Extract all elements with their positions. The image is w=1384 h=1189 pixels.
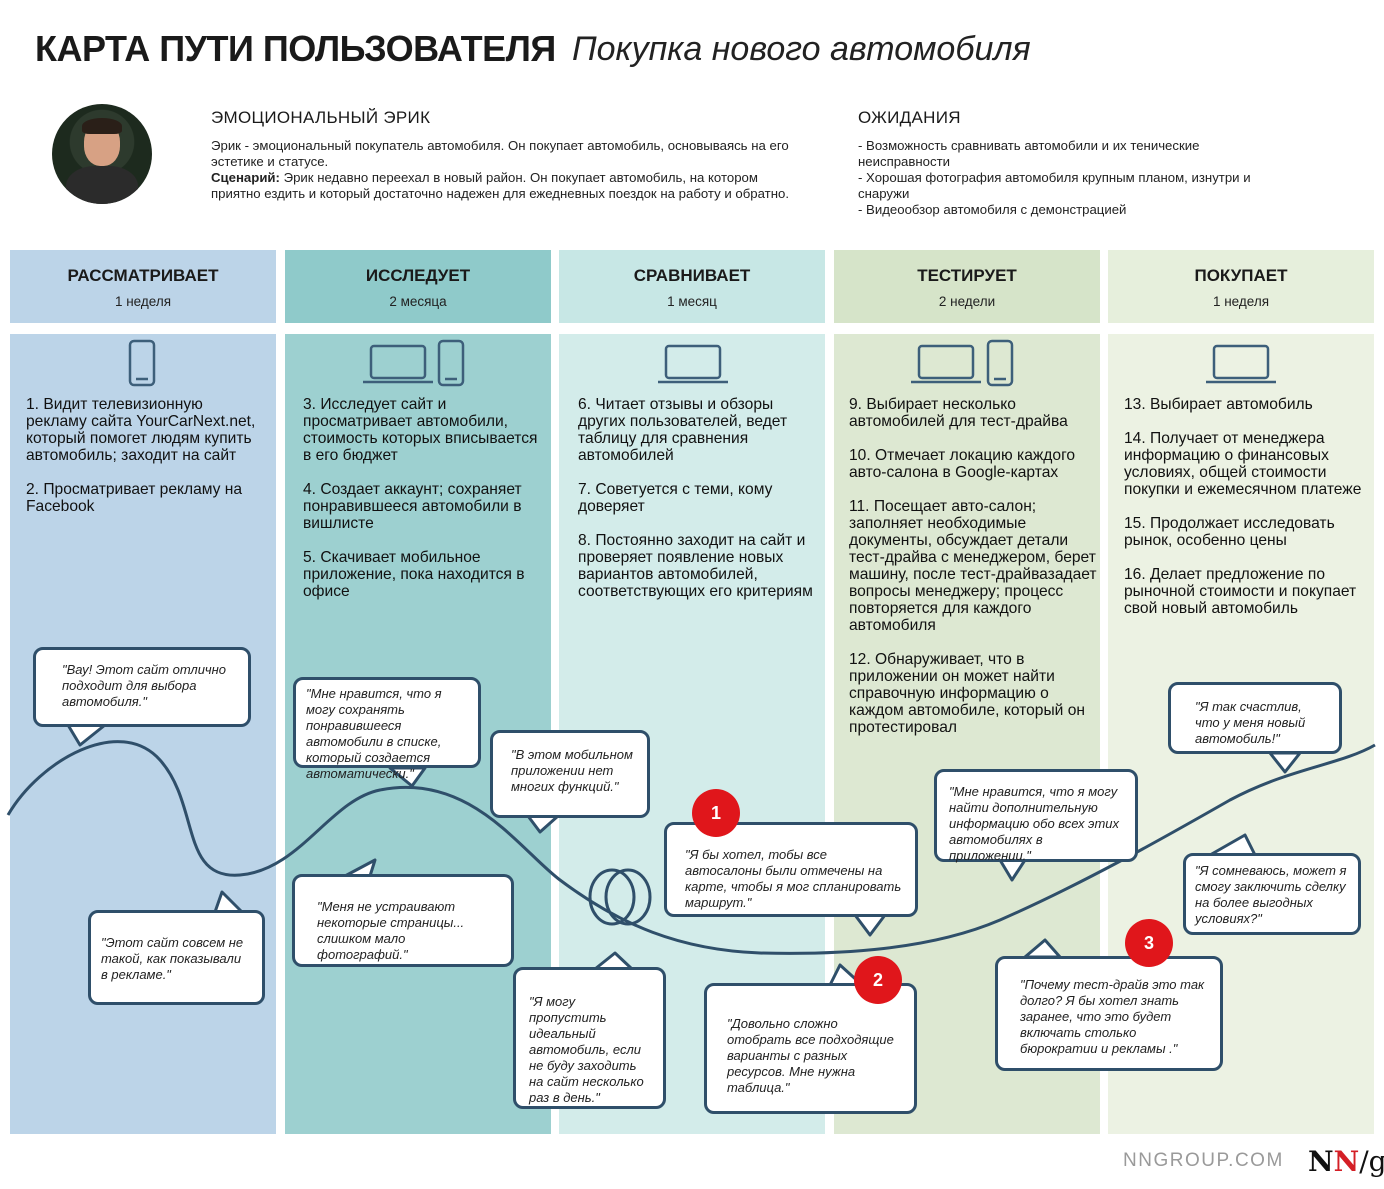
quote-text: "В этом мобильном приложении нет многих … — [511, 747, 633, 794]
stage-duration: 2 недели — [938, 294, 996, 309]
stage-header-research: ИССЛЕДУЕТ 2 месяца — [285, 250, 551, 323]
persona-description-text: Эрик - эмоциональный покупатель автомоби… — [211, 138, 789, 169]
laptop-icon — [658, 344, 728, 384]
action-item: 14. Получает от менеджера информацию о ф… — [1124, 430, 1362, 498]
logo-n2: N — [1333, 1145, 1360, 1178]
quote-text: "Меня не устраивают некоторые страницы..… — [317, 899, 465, 962]
phone-icon — [437, 339, 465, 387]
stage-name: ПОКУПАЕТ — [1194, 266, 1288, 285]
quote-text: "Довольно сложно отобрать все подходящие… — [727, 1016, 894, 1095]
pain-point-badge: 3 — [1125, 919, 1173, 967]
stage-header-buy: ПОКУПАЕТ 1 неделя — [1108, 250, 1374, 323]
quote-bubble: "Этот сайт совсем не такой, как показыва… — [88, 910, 265, 1005]
stage-duration: 1 месяц — [667, 294, 717, 309]
quote-text: "Я могу пропустить идеальный автомобиль,… — [529, 994, 644, 1105]
laptop-icon — [363, 344, 433, 384]
pain-point-badge: 2 — [854, 956, 902, 1004]
footer-site: NNGROUP.COM — [1123, 1150, 1284, 1171]
quote-bubble: "Я могу пропустить идеальный автомобиль,… — [513, 967, 666, 1109]
laptop-icon — [911, 344, 981, 384]
stage-actions-compare: 6. Читает отзывы и обзоры других пользов… — [578, 396, 818, 617]
logo-g: /g — [1359, 1145, 1384, 1178]
quote-bubble: "Я сомневаюсь, может я смогу заключить с… — [1183, 853, 1361, 935]
action-item: 1. Видит телевизионную рекламу сайта You… — [26, 396, 256, 464]
action-item: 8. Постоянно заходит на сайт и проверяет… — [578, 532, 813, 600]
stage-header-compare: СРАВНИВАЕТ 1 месяц — [559, 250, 825, 323]
laptop-icon — [1206, 344, 1276, 384]
action-item: 7. Советуется с теми, кому доверяет — [578, 481, 773, 515]
action-item: 10. Отмечает локацию каждого авто-салона… — [849, 447, 1076, 481]
nng-logo: NN/g — [1308, 1145, 1384, 1178]
stage-actions-consider: 1. Видит телевизионную рекламу сайта You… — [26, 396, 266, 532]
quote-text: "Я так счастлив, что у меня новый автомо… — [1195, 699, 1306, 746]
quote-bubble: "Почему тест-драйв это так долго? Я бы х… — [995, 956, 1223, 1071]
action-item: 12. Обнаруживает, что в приложении он мо… — [849, 651, 1085, 736]
action-item: 4. Создает аккаунт; сохраняет понравивше… — [303, 481, 522, 532]
persona-description: Эрик - эмоциональный покупатель автомоби… — [211, 138, 811, 202]
stage-duration: 1 неделя — [1212, 294, 1270, 309]
stage-actions-buy: 13. Выбирает автомобиль 14. Получает от … — [1124, 396, 1364, 634]
quote-bubble: "Мне нравится, что я могу сохранять понр… — [293, 677, 481, 781]
quote-bubble: "Вау! Этот сайт отлично подходит для выб… — [33, 647, 251, 727]
action-item: 3. Исследует сайт и просматривает автомо… — [303, 396, 538, 464]
quote-text: "Я сомневаюсь, может я смогу заключить с… — [1195, 863, 1347, 926]
quote-text: "Мне нравится, что я могу сохранять понр… — [306, 686, 442, 781]
action-item: 5. Скачивает мобильное приложение, пока … — [303, 549, 525, 600]
phone-icon — [986, 339, 1014, 387]
stage-actions-test: 9. Выбирает несколько автомобилей для те… — [849, 396, 1099, 753]
expectations-title: ОЖИДАНИЯ — [858, 108, 961, 127]
avatar — [52, 104, 152, 204]
action-item: 2. Просматривает рекламу на Facebook — [26, 481, 243, 515]
quote-text: "Почему тест-драйв это так долго? Я бы х… — [1020, 977, 1205, 1056]
expectations-list: - Возможность сравнивать автомобили и их… — [858, 138, 1278, 218]
action-item: 13. Выбирает автомобиль — [1124, 396, 1313, 413]
stage-header-consider: РАССМАТРИВАЕТ 1 неделя — [10, 250, 276, 323]
action-item: 11. Посещает авто-салон; заполняет необх… — [849, 498, 1097, 634]
action-item: 6. Читает отзывы и обзоры других пользов… — [578, 396, 788, 464]
expectation-item: - Хорошая фотография автомобиля крупным … — [858, 170, 1251, 201]
stage-header-test: ТЕСТИРУЕТ 2 недели — [834, 250, 1100, 323]
page-subtitle: Покупка нового автомобиля — [572, 30, 1031, 68]
action-item: 9. Выбирает несколько автомобилей для те… — [849, 396, 1068, 430]
page-title: КАРТА ПУТИ ПОЛЬЗОВАТЕЛЯ — [35, 28, 556, 69]
expectation-item: - Видеообзор автомобиля с демонстрацией — [858, 202, 1127, 217]
stage-duration: 1 неделя — [114, 294, 172, 309]
quote-bubble: "Мне нравится, что я могу найти дополнит… — [934, 769, 1138, 863]
persona-name: ЭМОЦИОНАЛЬНЫЙ ЭРИК — [211, 108, 431, 127]
pain-point-badge: 1 — [692, 789, 740, 837]
quote-bubble: "Я бы хотел, тобы все автосалоны были от… — [664, 822, 918, 917]
stage-name: ИССЛЕДУЕТ — [365, 266, 471, 285]
scenario-label: Сценарий: — [211, 170, 280, 185]
stage-name: РАССМАТРИВАЕТ — [67, 266, 219, 285]
expectation-item: - Возможность сравнивать автомобили и их… — [858, 138, 1200, 169]
quote-text: "Я бы хотел, тобы все автосалоны были от… — [685, 847, 902, 910]
logo-n1: N — [1308, 1145, 1334, 1178]
action-item: 16. Делает предложение по рыночной стоим… — [1124, 566, 1357, 617]
stage-name: СРАВНИВАЕТ — [633, 266, 751, 285]
quote-text: "Этот сайт совсем не такой, как показыва… — [101, 935, 244, 982]
quote-text: "Вау! Этот сайт отлично подходит для выб… — [62, 662, 227, 709]
loop-icon — [588, 868, 652, 926]
stage-name: ТЕСТИРУЕТ — [917, 266, 1017, 285]
stage-actions-research: 3. Исследует сайт и просматривает автомо… — [303, 396, 547, 617]
quote-bubble: "Довольно сложно отобрать все подходящие… — [704, 983, 917, 1114]
quote-text: "Мне нравится, что я могу найти дополнит… — [949, 784, 1120, 863]
quote-bubble: "Меня не устраивают некоторые страницы..… — [292, 874, 514, 967]
phone-icon — [128, 339, 156, 387]
scenario-text: Эрик недавно переехал в новый район. Он … — [211, 170, 789, 201]
action-item: 15. Продолжает исследовать рынок, особен… — [1124, 515, 1335, 549]
quote-bubble: "В этом мобильном приложении нет многих … — [490, 730, 650, 818]
quote-bubble: "Я так счастлив, что у меня новый автомо… — [1168, 682, 1342, 754]
emotion-curve-line — [6, 740, 1376, 955]
stage-duration: 2 месяца — [389, 294, 447, 309]
